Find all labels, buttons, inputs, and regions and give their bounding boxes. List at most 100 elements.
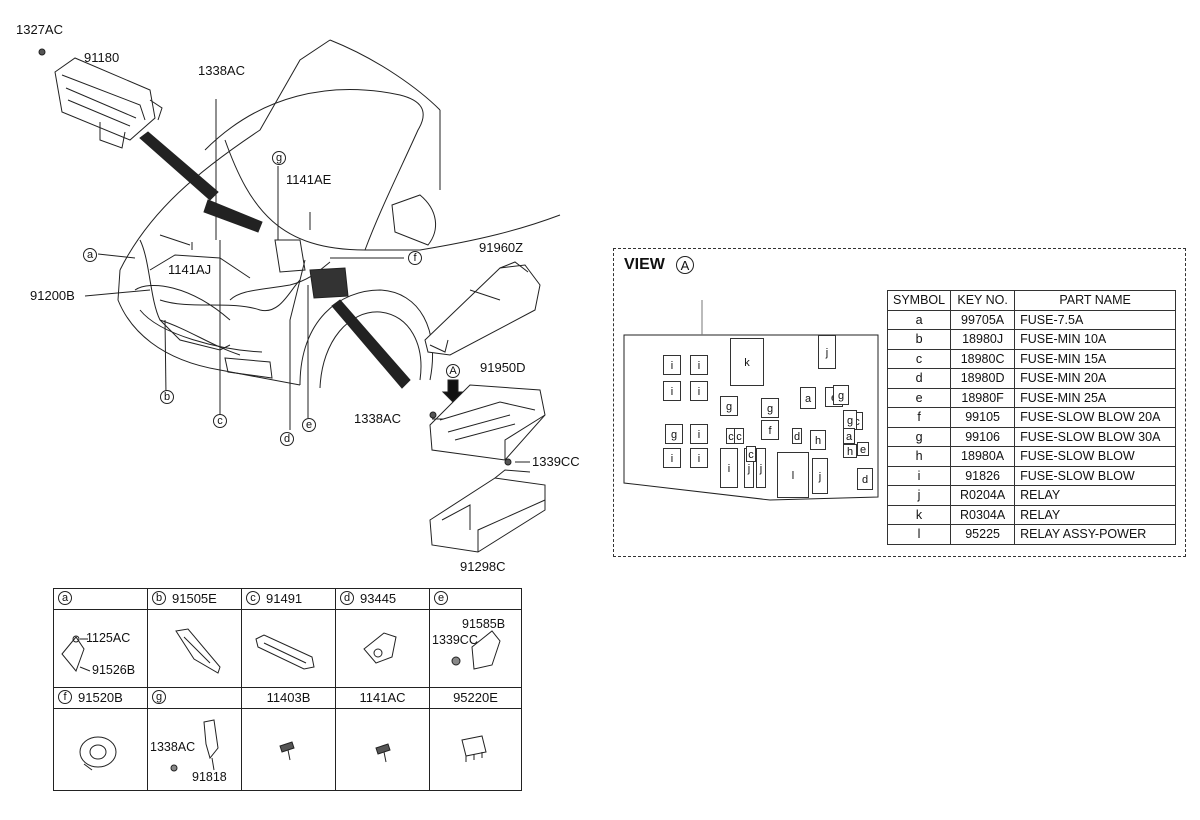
fuse-slot: c: [734, 428, 744, 444]
callout-91298C: 91298C: [460, 559, 506, 574]
fuse-slot: a: [800, 387, 816, 409]
detail-j-drawing: [461, 735, 487, 762]
cell-key-no: 18980D: [950, 368, 1016, 389]
callout-91180: 91180: [84, 50, 120, 65]
cell-key-no: 18980C: [950, 348, 1016, 369]
fuse-slot: h: [810, 430, 826, 450]
detail-c-num: 91491: [266, 591, 303, 606]
detail-c-letter: c: [246, 591, 260, 605]
fuse-slot: d: [857, 468, 873, 490]
car-outline: [117, 39, 561, 389]
detail-i-num: 1141AC: [359, 690, 406, 705]
callout-91960Z: 91960Z: [479, 240, 524, 255]
fuse-slot: i: [690, 448, 708, 468]
cell-part-name: RELAY: [1014, 504, 1177, 525]
cell-key-no: 18980A: [950, 446, 1016, 467]
cell-symbol: f: [886, 407, 952, 428]
fuse-slot: g: [720, 396, 738, 416]
detail-f-num: 91520B: [78, 690, 123, 705]
cell-symbol: a: [886, 309, 952, 330]
detail-f-letter: f: [58, 690, 72, 704]
col-part-name: PART NAME: [1014, 290, 1177, 311]
detail-a: a 1125AC 91526B: [53, 588, 148, 688]
cell-part-name: FUSE-SLOW BLOW 20A: [1014, 407, 1177, 428]
view-marker: A: [676, 256, 694, 274]
fuse-slot: i: [663, 448, 681, 468]
detail-e-label-1: 91585B: [462, 617, 506, 631]
fuse-slot: e: [857, 442, 869, 456]
detail-g-label-2: 91818: [192, 770, 227, 784]
cell-symbol: i: [886, 465, 952, 486]
callout-1327AC: 1327AC: [16, 22, 63, 37]
detail-a-drawing: [61, 635, 91, 672]
detail-e: e 91585B 1339CC: [429, 588, 522, 688]
fuse-slot: j: [818, 335, 836, 369]
detail-b-letter: b: [152, 591, 166, 605]
fuse-slot: i: [663, 355, 681, 375]
fuse-slot: g: [833, 385, 849, 405]
callout-1141AJ: 1141AJ: [168, 262, 212, 277]
fuse-slot: i: [720, 448, 738, 488]
detail-e-drawing: [451, 630, 501, 670]
callout-1338AC-top: 1338AC: [198, 63, 245, 78]
fuse-slot: h: [843, 444, 857, 458]
detail-j-num: 95220E: [453, 690, 498, 705]
callout-91200B: 91200B: [30, 288, 75, 303]
cell-part-name: FUSE-MIN 15A: [1014, 348, 1177, 369]
letter-b-marker: b: [160, 390, 174, 404]
detail-a-letter: a: [58, 591, 72, 605]
detail-j: 95220E: [429, 687, 522, 791]
cell-symbol: j: [886, 485, 952, 506]
fuse-slot: g: [843, 410, 857, 430]
detail-e-letter: e: [434, 591, 448, 605]
detail-b-drawing: [175, 628, 221, 674]
detail-e-label-2: 1339CC: [432, 633, 478, 647]
detail-c: c 91491: [241, 588, 336, 688]
cell-part-name: FUSE-MIN 25A: [1014, 387, 1177, 408]
fuse-slot: g: [665, 424, 683, 444]
callout-1141AE: 1141AE: [286, 172, 332, 187]
view-a-frame: [613, 248, 1186, 557]
junction-box-91180: [38, 48, 163, 149]
cell-symbol: g: [886, 426, 952, 447]
detail-g-drawing: [170, 719, 219, 772]
cell-symbol: l: [886, 524, 952, 545]
detail-h: 11403B: [241, 687, 336, 791]
fuse-slot: d: [792, 428, 802, 444]
detail-a-label-1: 1125AC: [86, 631, 131, 645]
detail-c-drawing: [255, 634, 315, 670]
cell-key-no: 99705A: [950, 309, 1016, 330]
fuse-slot: a: [843, 428, 855, 444]
lower-cover-91298C: [429, 458, 546, 553]
cell-key-no: 99106: [950, 426, 1016, 447]
letter-e-marker: e: [302, 418, 316, 432]
cell-symbol: d: [886, 368, 952, 389]
cell-key-no: 18980F: [950, 387, 1016, 408]
callout-1339CC: 1339CC: [532, 454, 580, 469]
detail-d-num: 93445: [360, 591, 397, 606]
cell-key-no: R0304A: [950, 504, 1016, 525]
detail-d-drawing: [363, 632, 397, 664]
cell-symbol: e: [886, 387, 952, 408]
fuse-slot: c: [746, 446, 756, 462]
detail-b-num: 91505E: [172, 591, 217, 606]
detail-g: g 1338AC 91818: [147, 687, 242, 791]
cell-part-name: FUSE-SLOW BLOW: [1014, 465, 1177, 486]
cell-symbol: h: [886, 446, 952, 467]
detail-h-drawing: [279, 741, 295, 761]
cell-part-name: RELAY: [1014, 485, 1177, 506]
